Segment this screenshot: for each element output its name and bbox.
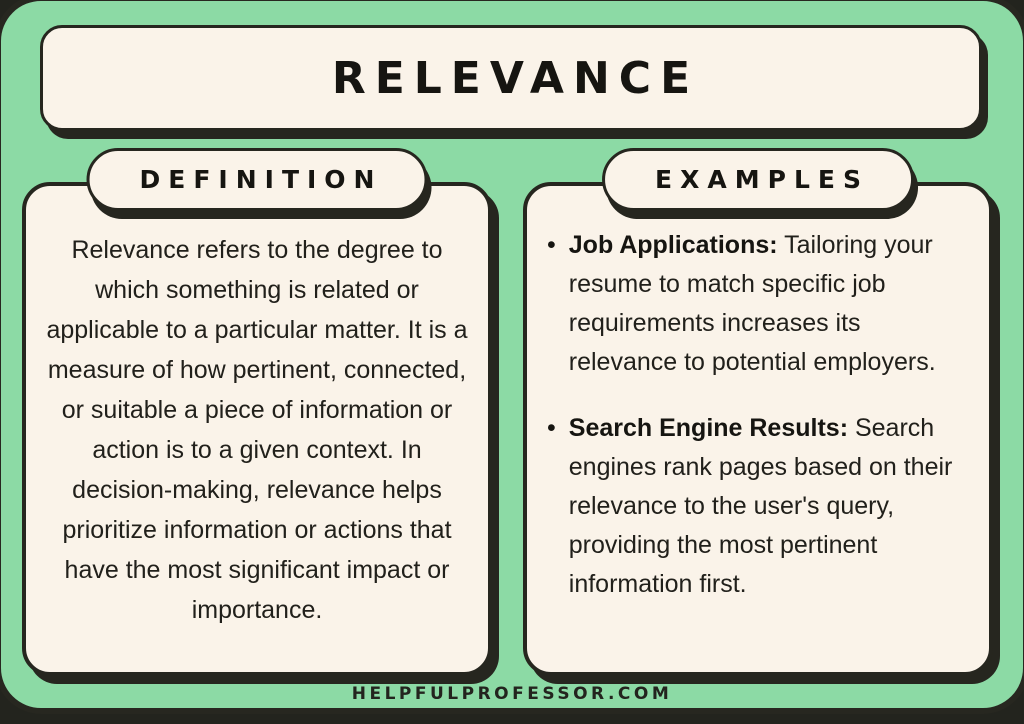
- definition-heading-pill: DEFINITION: [86, 148, 428, 211]
- examples-card: EXAMPLES • Job Applications: Tailoring y…: [523, 148, 993, 676]
- list-item: • Job Applications: Tailoring your resum…: [547, 226, 971, 382]
- example-body: Search engines rank pages based on their…: [568, 414, 953, 598]
- example-text: Job Applications: Tailoring your resume …: [569, 226, 971, 382]
- title-card: RELEVANCE: [40, 25, 982, 131]
- bullet-marker: •: [547, 414, 556, 442]
- bullet-marker: •: [547, 231, 556, 259]
- examples-list: • Job Applications: Tailoring your resum…: [527, 186, 989, 604]
- example-body: Tailoring your resume to match specific …: [568, 231, 936, 376]
- example-text: Search Engine Results: Search engines ra…: [569, 409, 971, 604]
- definition-card: DEFINITION Relevance refers to the degre…: [22, 148, 492, 676]
- example-label: Search Engine Results:: [568, 414, 849, 442]
- list-item: • Search Engine Results: Search engines …: [547, 409, 971, 604]
- page-title: RELEVANCE: [331, 52, 700, 104]
- definition-text: Relevance refers to the degree to which …: [46, 236, 468, 624]
- definition-heading: DEFINITION: [139, 165, 383, 194]
- example-label: Job Applications:: [568, 231, 778, 259]
- examples-heading-pill: EXAMPLES: [602, 148, 914, 211]
- footer-site-url: HELPFULPROFESSOR.COM: [351, 684, 673, 704]
- examples-heading: EXAMPLES: [655, 165, 869, 194]
